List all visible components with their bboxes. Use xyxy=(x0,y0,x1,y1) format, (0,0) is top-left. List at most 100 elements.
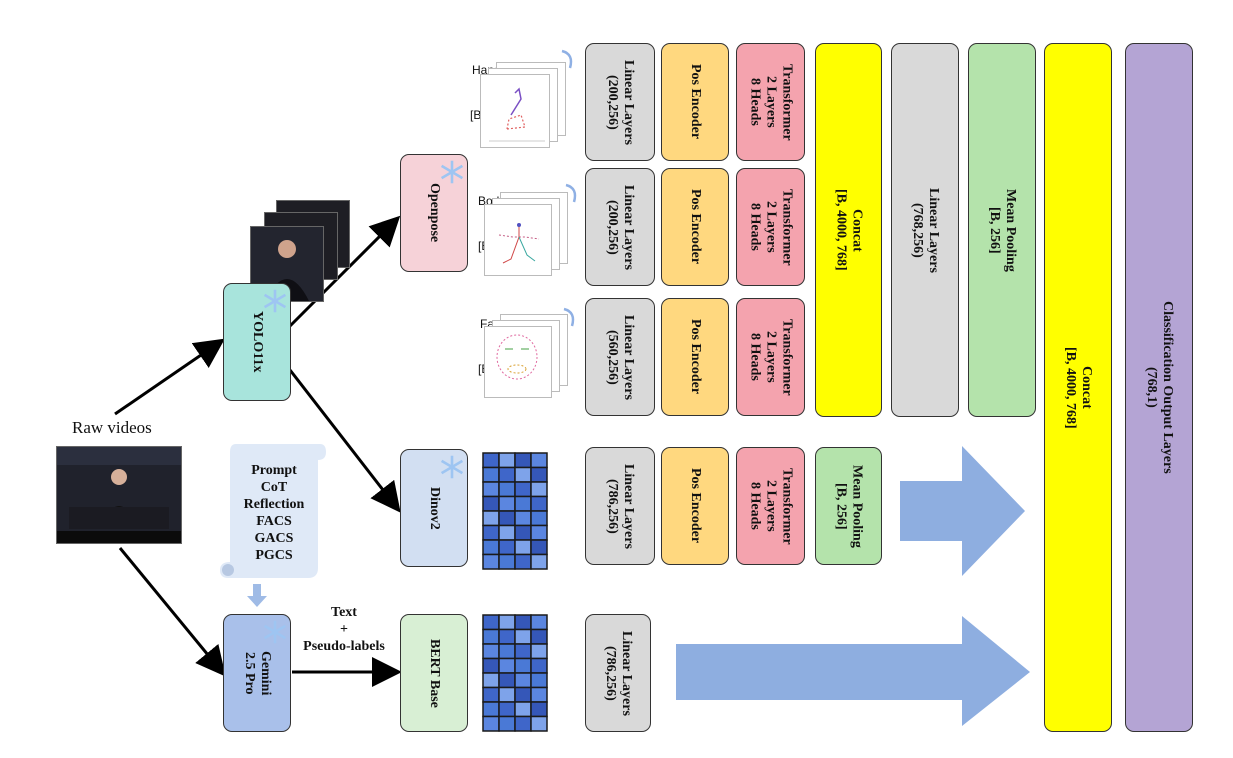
prompt-item: FACS xyxy=(256,514,292,529)
dinov2-node[interactable]: Dinov2 xyxy=(400,449,468,567)
body-linear-layers[interactable]: Linear Layers (200,256) xyxy=(585,168,655,286)
yolo-node[interactable]: YOLO11x xyxy=(223,283,291,401)
down-arrow-icon xyxy=(247,584,267,607)
grid-cell xyxy=(498,715,516,732)
grid-cell xyxy=(482,628,500,645)
classification-output-block[interactable]: Classification Output Layers (768,1) xyxy=(1125,43,1193,732)
dino-mean-pooling[interactable]: Mean Pooling [B, 256] xyxy=(815,447,882,565)
grid-cell xyxy=(482,657,500,674)
bert-node[interactable]: BERT Base xyxy=(400,614,468,732)
grid-cell xyxy=(482,495,500,512)
grid-cell xyxy=(482,686,500,703)
grid-cell xyxy=(498,686,516,703)
bert-label: BERT Base xyxy=(427,638,442,708)
grid-cell xyxy=(514,539,532,556)
raw-video-thumbnail xyxy=(56,446,182,544)
grid-cell xyxy=(530,539,548,556)
curved-arrow-icon xyxy=(563,307,575,327)
grid-cell xyxy=(530,614,548,631)
hand-transformer[interactable]: Transformer 2 Layers 8 Heads xyxy=(736,43,805,161)
concat-motion-block[interactable]: Concat [B, 4000, 768] xyxy=(815,43,882,417)
motion-mean-pooling[interactable]: Mean Pooling [B, 256] xyxy=(968,43,1036,417)
hand-pos-label: Pos Encoder xyxy=(688,64,703,140)
grid-cell xyxy=(514,686,532,703)
grid-cell xyxy=(498,481,516,498)
grid-cell xyxy=(530,628,548,645)
grid-cell xyxy=(530,510,548,527)
dino-pos-encoder[interactable]: Pos Encoder xyxy=(661,447,729,565)
prompt-item: CoT xyxy=(260,480,288,495)
grid-cell xyxy=(530,643,548,660)
grid-cell xyxy=(498,510,516,527)
arrow-video-to-gemini xyxy=(118,547,226,677)
grid-cell xyxy=(514,715,532,732)
body-transformer-label: Transformer 2 Layers 8 Heads xyxy=(747,188,795,266)
grid-cell xyxy=(514,672,532,689)
hand-linear-layers[interactable]: Linear Layers (200,256) xyxy=(585,43,655,161)
hand-pos-encoder[interactable]: Pos Encoder xyxy=(661,43,729,161)
motion-linear-layers[interactable]: Linear Layers (768,256) xyxy=(891,43,959,417)
motion-mean-pooling-label: Mean Pooling [B, 256] xyxy=(987,188,1018,272)
grid-cell xyxy=(514,701,532,718)
gemini-label: Gemini 2.5 Pro xyxy=(242,650,273,696)
hand-transformer-label: Transformer 2 Layers 8 Heads xyxy=(747,63,795,141)
curved-arrow-icon xyxy=(561,49,573,69)
gemini-node[interactable]: Gemini 2.5 Pro xyxy=(223,614,291,732)
grid-cell xyxy=(482,672,500,689)
grid-cell xyxy=(498,495,516,512)
grid-cell xyxy=(482,715,500,732)
body-transformer[interactable]: Transformer 2 Layers 8 Heads xyxy=(736,168,805,286)
bert-linear-layers[interactable]: Linear Layers (786,256) xyxy=(585,614,651,732)
big-arrow-dino xyxy=(900,446,1025,576)
dino-transformer-label: Transformer 2 Layers 8 Heads xyxy=(747,467,795,545)
bert-linear-label: Linear Layers (786,256) xyxy=(603,630,634,716)
grid-cell xyxy=(530,657,548,674)
dino-feature-grid xyxy=(482,452,548,570)
arrow-yolo-to-dinov2 xyxy=(288,369,401,513)
grid-cell xyxy=(530,452,548,469)
dino-linear-layers[interactable]: Linear Layers (786,256) xyxy=(585,447,655,565)
face-linear-label: Linear Layers (560,256) xyxy=(605,314,636,400)
face-linear-layers[interactable]: Linear Layers (560,256) xyxy=(585,298,655,416)
prompt-item: GACS xyxy=(254,531,294,546)
yolo-label: YOLO11x xyxy=(250,311,265,373)
grid-cell xyxy=(514,614,532,631)
dino-pos-label: Pos Encoder xyxy=(688,468,703,544)
grid-cell xyxy=(530,481,548,498)
hand-motion-plot xyxy=(480,74,550,148)
grid-cell xyxy=(498,672,516,689)
prompt-item: Prompt xyxy=(251,463,297,478)
grid-cell xyxy=(482,539,500,556)
grid-cell xyxy=(514,481,532,498)
classification-label: Classification Output Layers (768,1) xyxy=(1144,301,1175,474)
grid-cell xyxy=(530,524,548,541)
grid-cell xyxy=(498,524,516,541)
face-motion-plot xyxy=(484,326,552,398)
grid-cell xyxy=(514,524,532,541)
grid-cell xyxy=(482,643,500,660)
grid-cell xyxy=(514,510,532,527)
grid-cell xyxy=(482,553,500,570)
concat-final-block[interactable]: Concat [B, 4000, 768] xyxy=(1044,43,1112,732)
hand-linear-label: Linear Layers (200,256) xyxy=(605,59,636,145)
grid-cell xyxy=(498,701,516,718)
grid-cell xyxy=(530,495,548,512)
grid-cell xyxy=(498,539,516,556)
grid-cell xyxy=(530,553,548,570)
body-pos-encoder[interactable]: Pos Encoder xyxy=(661,168,729,286)
grid-cell xyxy=(514,495,532,512)
grid-cell xyxy=(530,701,548,718)
curved-arrow-icon xyxy=(565,183,577,203)
grid-cell xyxy=(514,452,532,469)
grid-cell xyxy=(498,466,516,483)
dino-transformer[interactable]: Transformer 2 Layers 8 Heads xyxy=(736,447,805,565)
scroll-shape xyxy=(220,444,326,578)
face-transformer[interactable]: Transformer 2 Layers 8 Heads xyxy=(736,298,805,416)
dinov2-label: Dinov2 xyxy=(427,486,442,530)
grid-cell xyxy=(514,643,532,660)
grid-cell xyxy=(482,701,500,718)
openpose-node[interactable]: Openpose xyxy=(400,154,468,272)
big-arrow-bert xyxy=(676,616,1030,726)
snowflake-icon xyxy=(263,289,287,313)
face-pos-encoder[interactable]: Pos Encoder xyxy=(661,298,729,416)
